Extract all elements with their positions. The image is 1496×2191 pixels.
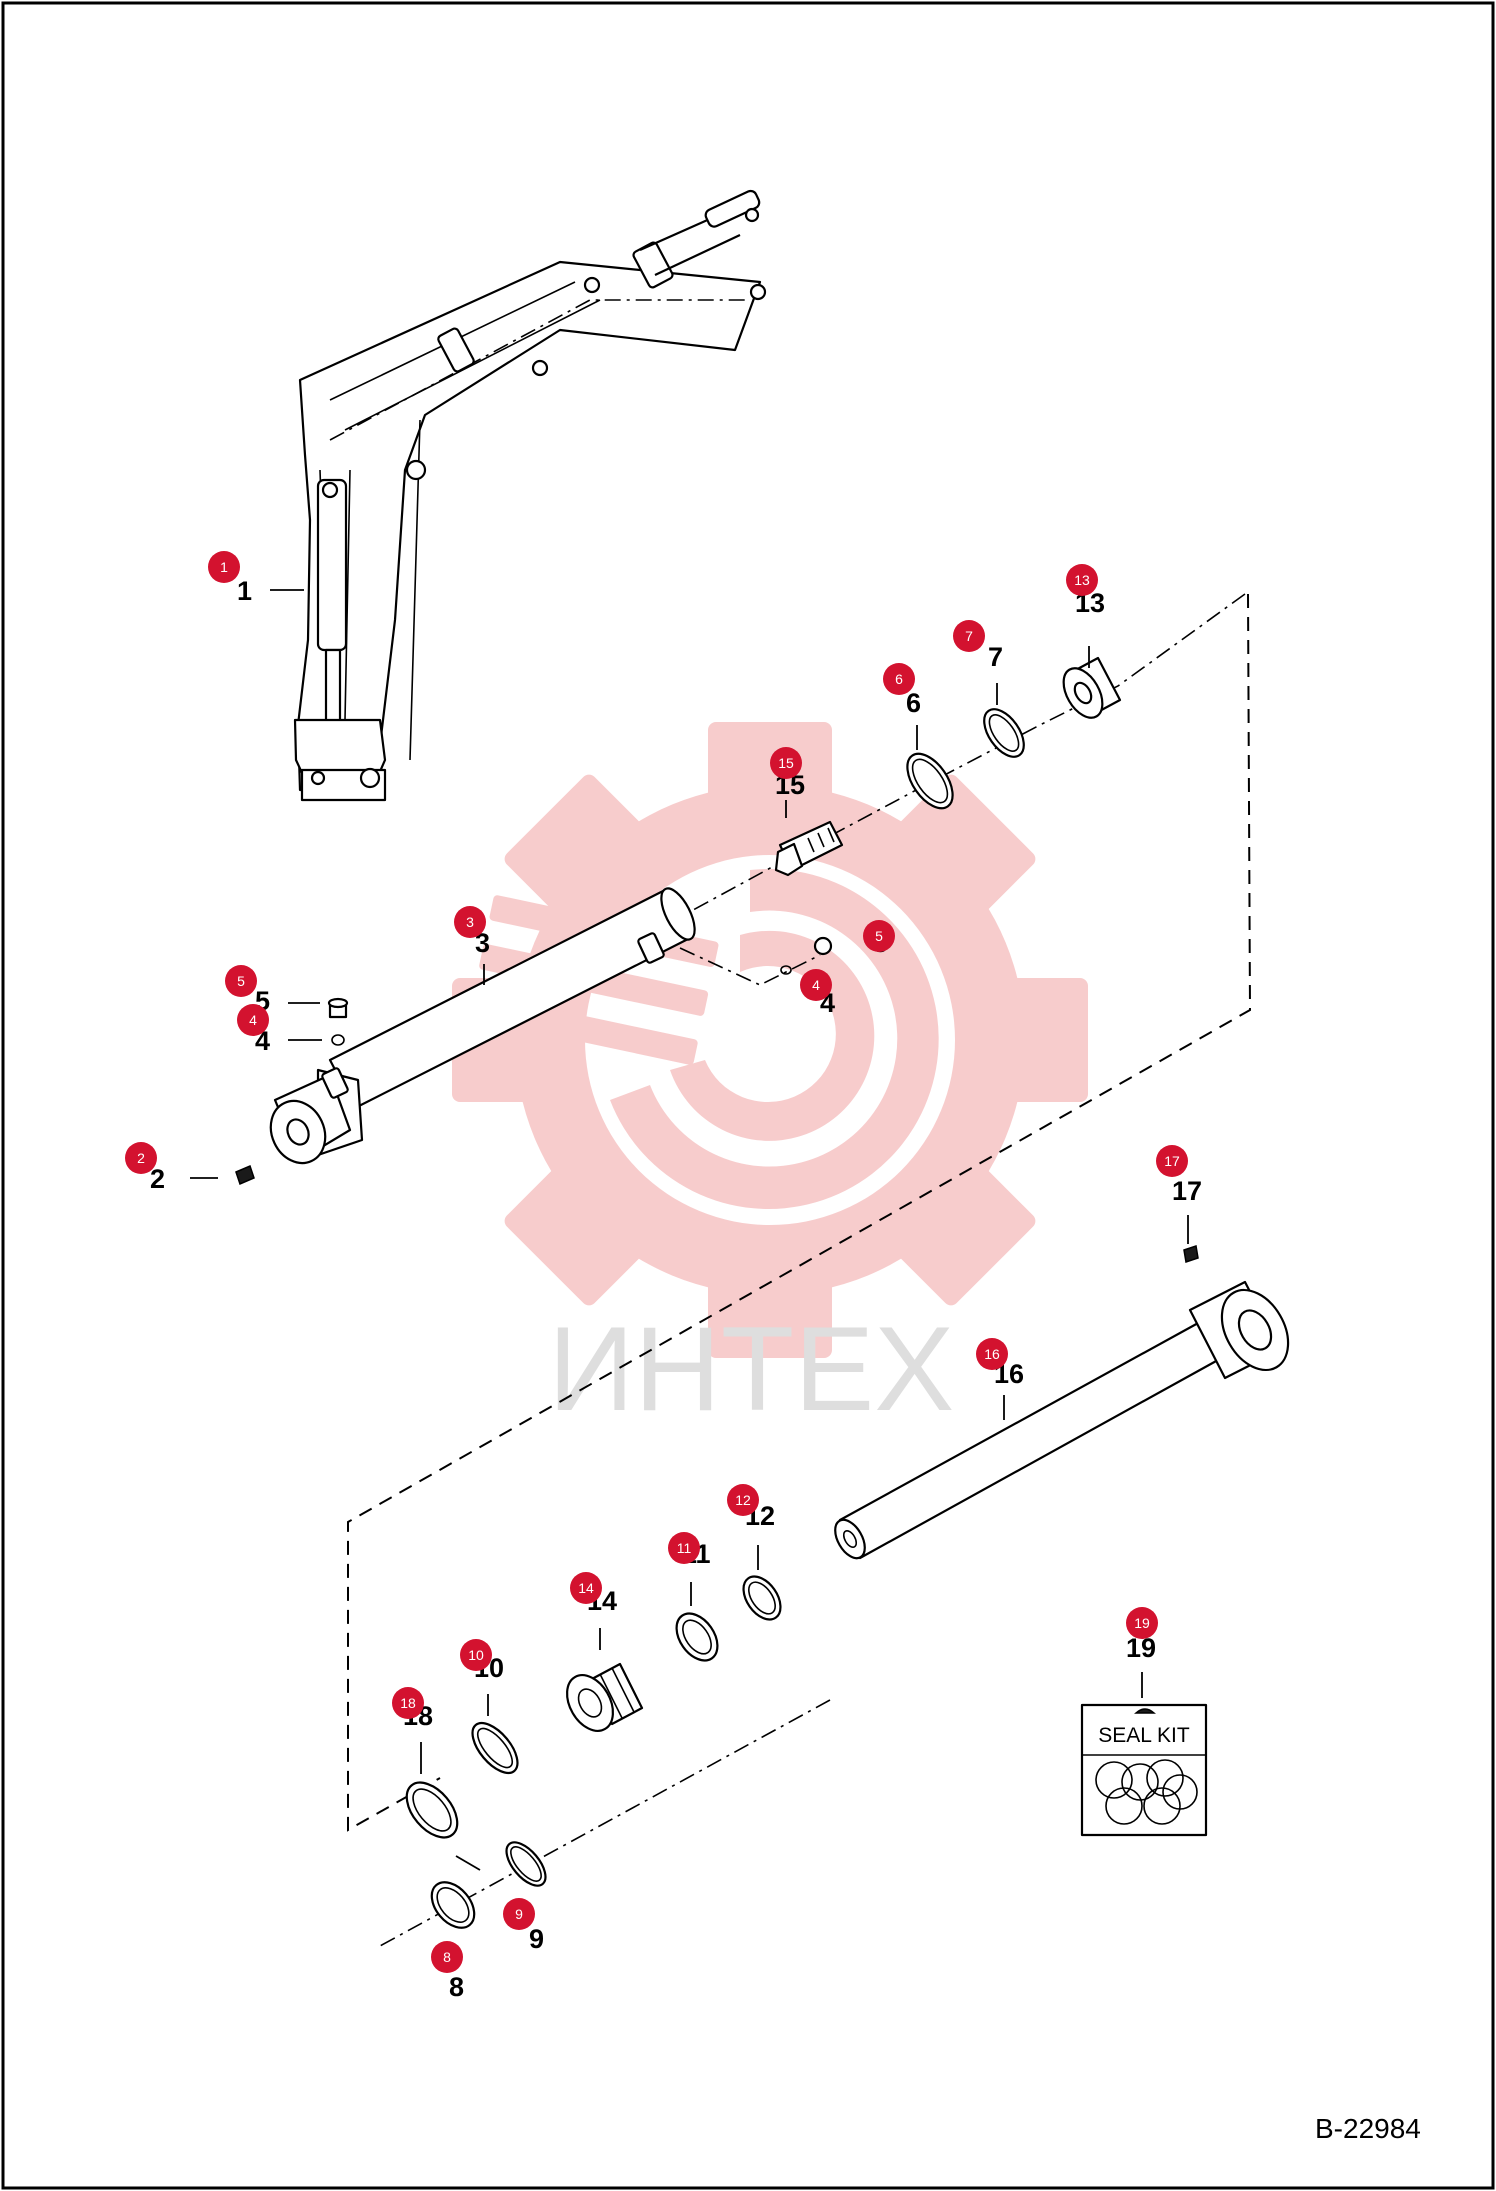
svg-text:6: 6 — [895, 671, 903, 687]
port-centerline — [679, 947, 821, 986]
ring-7 — [983, 708, 1025, 758]
badge-14: 14 — [570, 1572, 602, 1604]
seal-kit-label: SEAL KIT — [1098, 1724, 1190, 1747]
svg-text:2: 2 — [137, 1150, 145, 1166]
label-17: 17 — [1172, 1176, 1202, 1206]
svg-text:4: 4 — [249, 1012, 257, 1028]
ring-8 — [430, 1881, 476, 1929]
svg-text:12: 12 — [735, 1492, 751, 1508]
badge-12: 12 — [727, 1484, 759, 1516]
badge-18: 18 — [392, 1687, 424, 1719]
label-3: 3 — [475, 928, 490, 958]
badge-3: 3 — [454, 906, 486, 938]
seal-kit: SEAL KIT — [1080, 1703, 1208, 1837]
svg-text:3: 3 — [466, 914, 474, 930]
badge-7: 7 — [953, 620, 985, 652]
badge-17: 17 — [1156, 1145, 1188, 1177]
svg-text:9: 9 — [515, 1906, 523, 1922]
plug-and-oring-left — [327, 997, 349, 1046]
piston — [565, 1662, 644, 1732]
svg-text:18: 18 — [400, 1695, 416, 1711]
badge-19: 19 — [1126, 1607, 1158, 1639]
badge-15: 15 — [770, 747, 802, 779]
callout-badges: 1 2 3 5 4 5 4 15 6 7 13 17 16 12 11 14 1… — [125, 551, 1188, 1973]
svg-text:19: 19 — [1134, 1615, 1150, 1631]
svg-text:11: 11 — [677, 1540, 692, 1556]
label-7: 7 — [988, 642, 1003, 672]
badge-11: 11 — [668, 1532, 700, 1564]
badge-8: 8 — [431, 1941, 463, 1973]
drawing-code: B-22984 — [1315, 2113, 1421, 2144]
watermark-gear-icon — [452, 722, 1088, 1358]
cylinder-barrel — [269, 887, 696, 1165]
badge-10: 10 — [460, 1639, 492, 1671]
rod-grease-fitting — [1183, 1245, 1199, 1263]
badge-5-left: 5 — [225, 965, 257, 997]
svg-text:8: 8 — [443, 1949, 451, 1965]
ring-10 — [471, 1721, 519, 1775]
label-9: 9 — [529, 1924, 544, 1954]
svg-text:16: 16 — [984, 1346, 1000, 1362]
badge-2: 2 — [125, 1142, 157, 1174]
badge-4-right: 4 — [800, 969, 832, 1001]
watermark-text: ИНТЕХ — [548, 1302, 954, 1436]
seal-kit-rings-icon — [1095, 1759, 1198, 1825]
bolt — [774, 820, 844, 877]
svg-text:4: 4 — [812, 977, 820, 993]
leader-lines — [190, 589, 1189, 1871]
badge-6: 6 — [883, 663, 915, 695]
ring-18 — [405, 1781, 459, 1839]
ring-12 — [742, 1575, 782, 1621]
plug-and-oring-right — [780, 936, 833, 975]
piston-rod — [834, 1280, 1290, 1560]
svg-text:14: 14 — [578, 1580, 594, 1596]
ring-6 — [906, 752, 954, 810]
label-8: 8 — [449, 1972, 464, 2002]
label-1: 1 — [237, 576, 252, 606]
badge-1: 1 — [208, 551, 240, 583]
svg-text:7: 7 — [965, 628, 973, 644]
svg-text:5: 5 — [237, 973, 245, 989]
badge-16: 16 — [976, 1338, 1008, 1370]
badge-9: 9 — [503, 1898, 535, 1930]
barrel-centerline — [659, 593, 1246, 929]
svg-text:1: 1 — [220, 559, 228, 575]
label-2: 2 — [150, 1164, 165, 1194]
badge-4-left: 4 — [237, 1004, 269, 1036]
svg-text:13: 13 — [1074, 572, 1090, 588]
boom-arm-assembly — [293, 189, 767, 802]
assembly-outline — [347, 593, 1252, 1832]
label-6: 6 — [906, 688, 921, 718]
svg-text:10: 10 — [468, 1647, 484, 1663]
ring-9 — [505, 1841, 547, 1887]
watermark: ИНТЕХ — [452, 722, 1088, 1436]
svg-text:17: 17 — [1164, 1153, 1180, 1169]
svg-text:15: 15 — [778, 755, 794, 771]
grease-fitting — [235, 1164, 255, 1186]
svg-text:5: 5 — [875, 928, 883, 944]
badge-13: 13 — [1066, 564, 1098, 596]
bushing — [1062, 656, 1122, 719]
ring-11 — [675, 1612, 719, 1662]
badge-5-right: 5 — [863, 920, 895, 952]
